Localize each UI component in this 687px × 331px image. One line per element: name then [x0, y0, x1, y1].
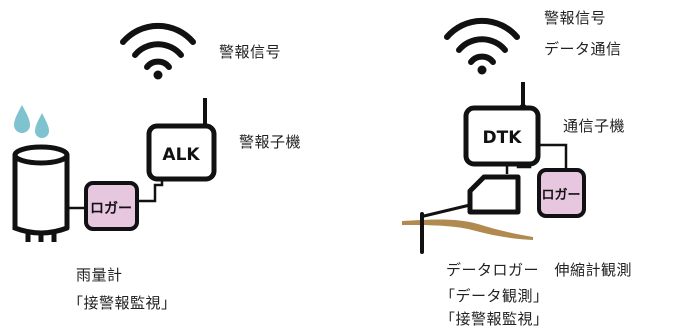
left-logger-box	[84, 181, 139, 231]
right-caption-line1: データロガー 伸縮計観測	[446, 261, 633, 279]
wifi-icon-right	[444, 17, 520, 75]
left-logger-label: ロガー	[90, 201, 132, 217]
ground-line-icon	[402, 219, 533, 240]
right-device-name: 通信子機	[563, 117, 626, 135]
alk-label: ALK	[162, 145, 200, 165]
dtk-label: DTK	[483, 128, 523, 148]
wifi-icon	[120, 22, 196, 80]
right-logger-label: ロガー	[541, 188, 580, 203]
right-caption-line2: 「データ観測」	[440, 287, 549, 305]
right-caption-line3: 「接警報監視」	[440, 310, 549, 328]
extensometer-sensor-icon	[467, 174, 521, 215]
right-logger-box	[537, 168, 586, 218]
dtk-device	[463, 105, 541, 167]
left-signal-label: 警報信号	[219, 43, 282, 61]
extensometer-wire	[422, 203, 472, 218]
rain-gauge-icon	[12, 144, 70, 242]
left-device-name: 警報子機	[239, 133, 302, 151]
left-caption-line1: 雨量計	[76, 266, 123, 284]
right-signal-label-1: 警報信号	[544, 9, 607, 27]
right-signal-label-2: データ通信	[544, 40, 622, 58]
alk-device	[146, 123, 217, 182]
left-caption-line2: 「接警報監視」	[68, 294, 177, 312]
left-connection-lines	[67, 180, 164, 210]
water-drop-icon	[14, 105, 49, 138]
